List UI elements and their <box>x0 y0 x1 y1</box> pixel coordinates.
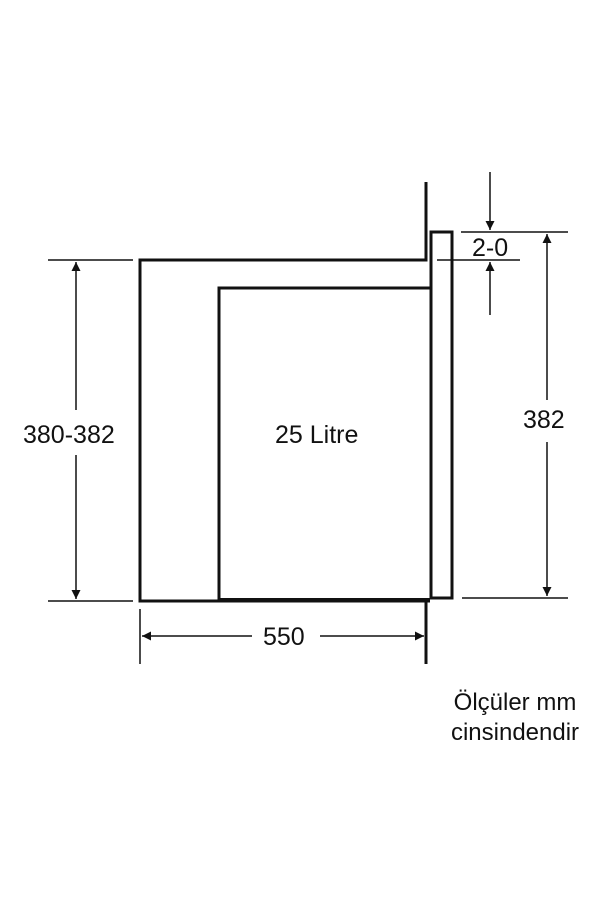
depth-label: 550 <box>263 623 305 651</box>
top-gap-dimension <box>437 172 520 315</box>
depth-dimension <box>139 601 428 664</box>
units-note-line1: Ölçüler mm <box>453 689 577 716</box>
units-note-line2: cinsindendir <box>450 719 580 746</box>
appliance-door <box>429 230 454 600</box>
niche-height-dimension <box>48 259 133 602</box>
appliance-cavity <box>217 286 431 602</box>
appliance-height-dimension <box>461 231 568 599</box>
appliance-height-label: 382 <box>523 406 565 434</box>
capacity-label: 25 Litre <box>275 421 359 449</box>
units-note: Ölçüler mm cinsindendir <box>430 688 600 748</box>
gap-label: 2-0 <box>472 234 509 262</box>
cabinet-outline <box>138 182 430 603</box>
niche-height-label: 380-382 <box>23 421 115 449</box>
